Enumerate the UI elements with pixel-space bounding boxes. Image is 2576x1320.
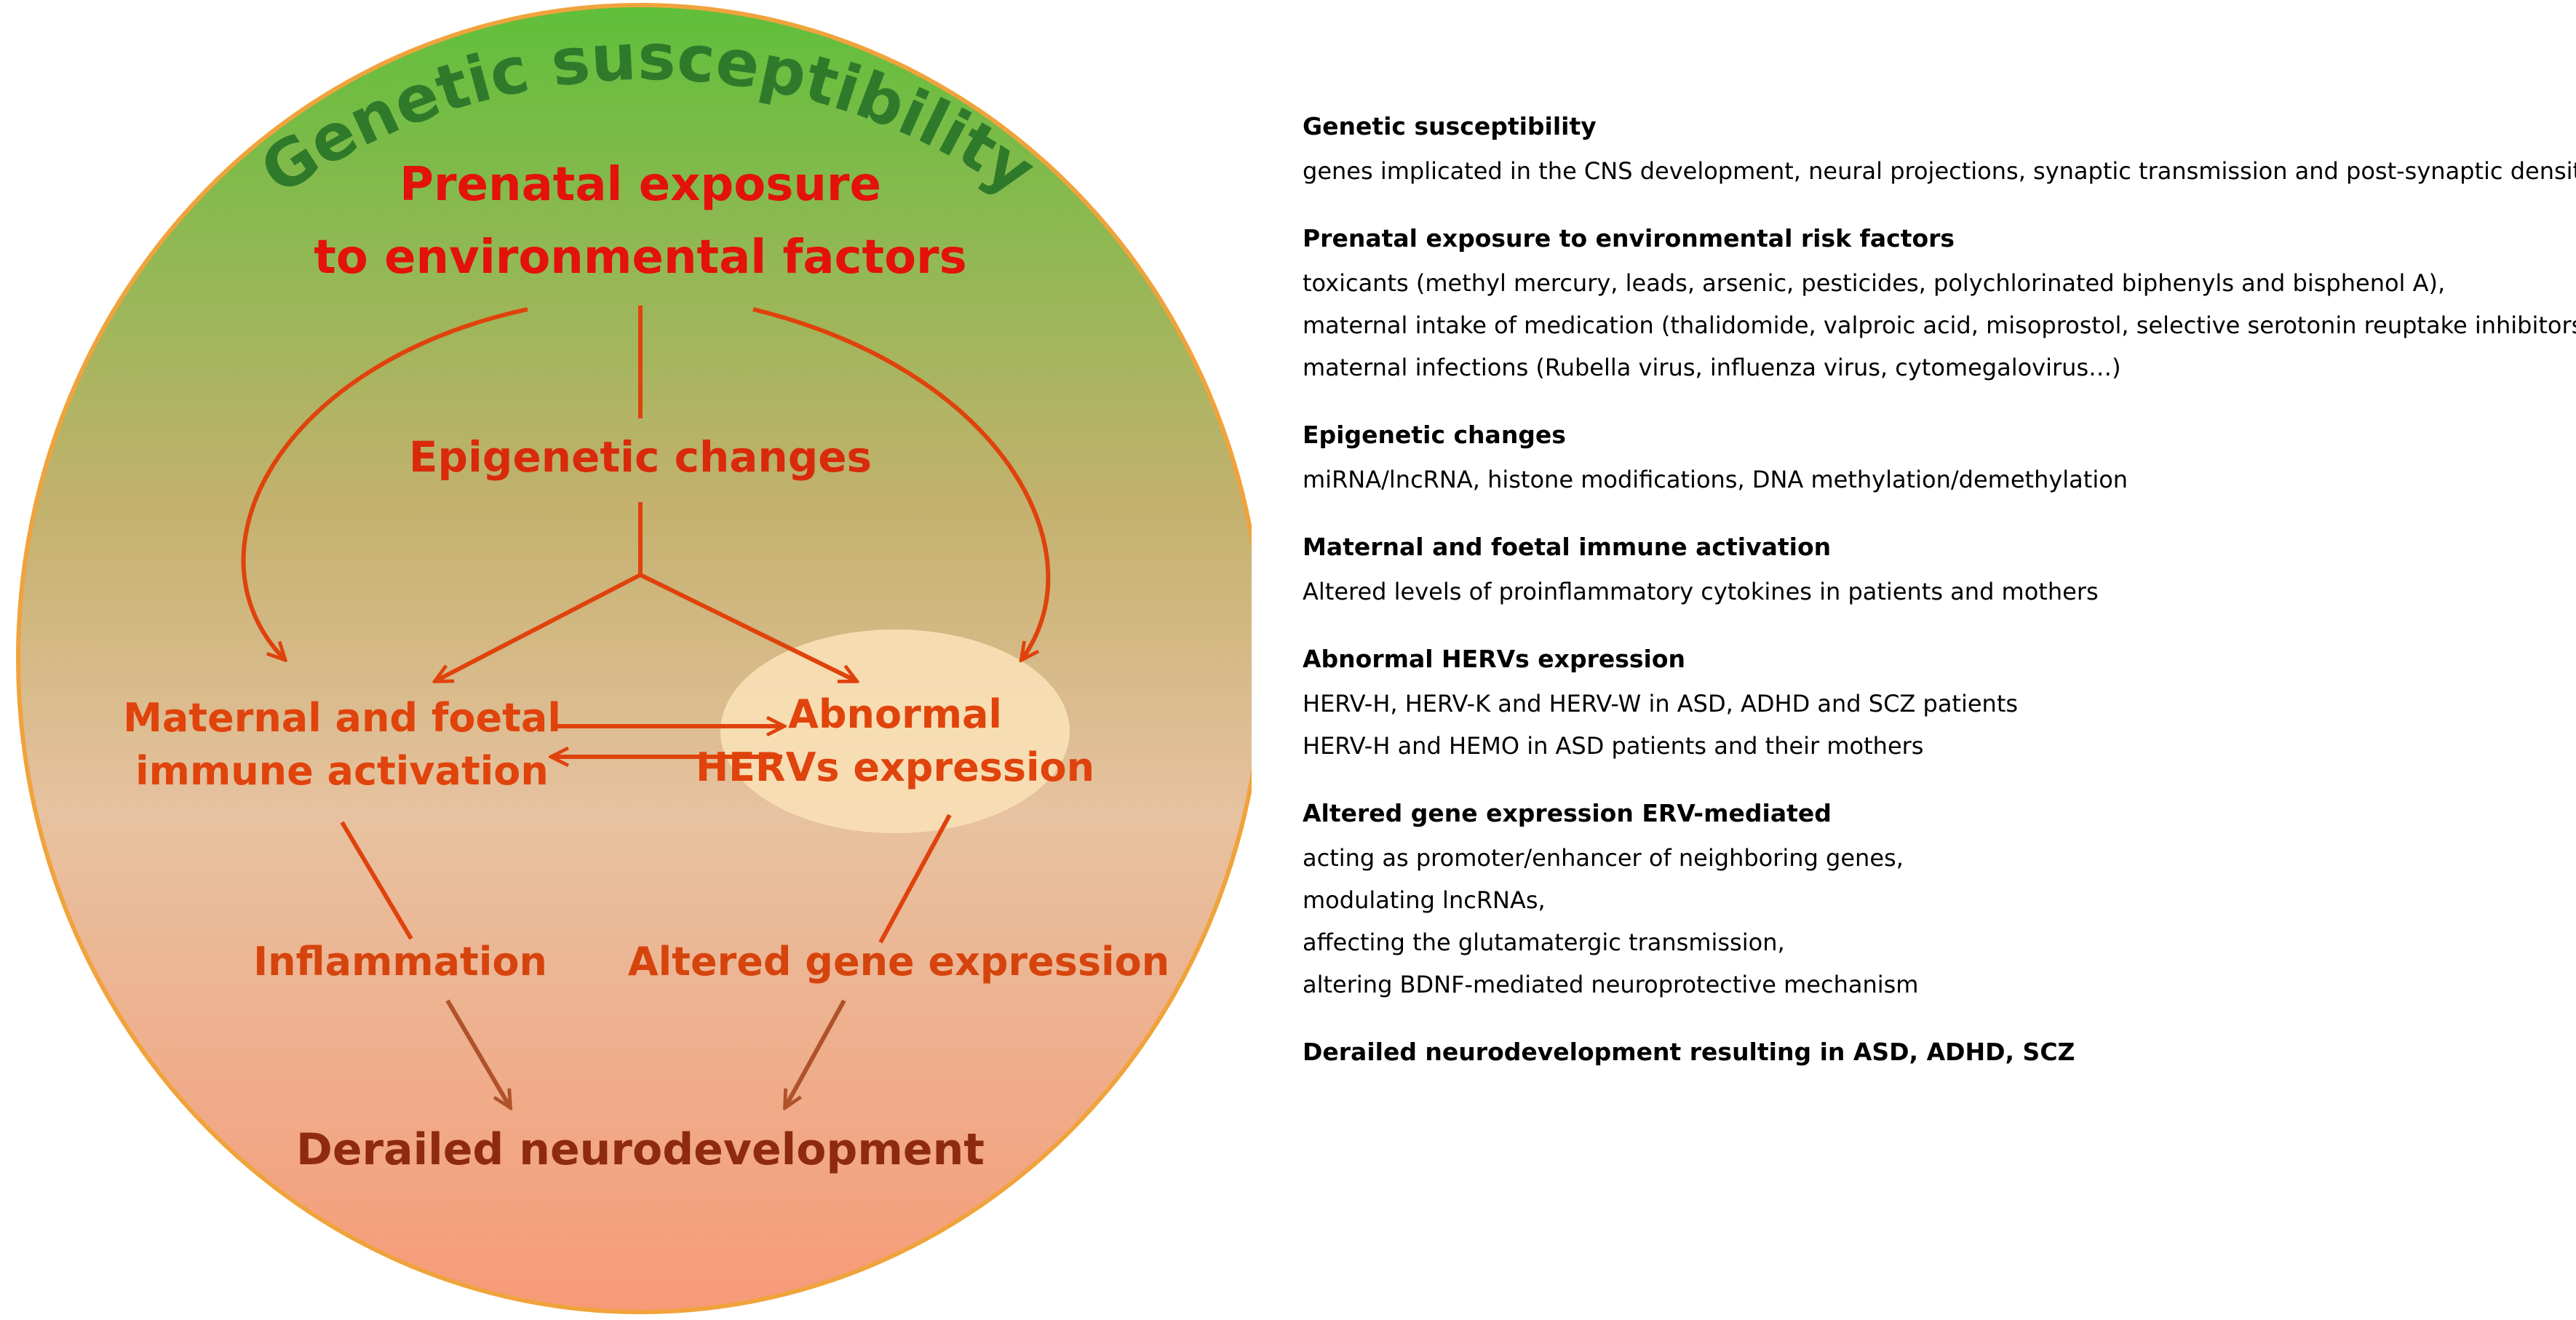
hervs-highlight-ellipse [720,629,1070,833]
prenatal-exposure-label-line2: to environmental factors [314,231,966,285]
legend-section-line: affecting the glutamatergic transmission… [1303,929,1785,956]
legend-section-title: Abnormal HERVs expression [1303,645,1686,673]
legend-section-title: Genetic susceptibility [1303,112,1597,140]
legend-section-title: Altered gene expression ERV-mediated [1303,799,1832,827]
inflammation-label: Inflammation [253,939,547,985]
legend-section-line: HERV-H and HEMO in ASD patients and thei… [1303,732,1924,760]
inflammation-to-derailed-arrow [445,999,509,1106]
legend-section-line: maternal intake of medication (thalidomi… [1303,311,2576,339]
legend-section-line: acting as promoter/enhancer of neighbori… [1303,844,1904,872]
legend-section: Derailed neurodevelopment resulting in A… [1303,1035,2554,1070]
pathway-diagram: Genetic susceptibility Prenatal exposure… [16,3,1252,1314]
legend-section-title: Prenatal exposure to environmental risk … [1303,224,1955,253]
legend-section-title: Epigenetic changes [1303,421,1566,449]
hervs-expression-label-line2: HERVs expression [696,744,1094,790]
legend-section-title: Derailed neurodevelopment resulting in A… [1303,1038,2075,1066]
legend-section-line: modulating lncRNAs, [1303,886,1546,914]
branch-to-maternal-arrow [437,573,642,680]
legend-section-line: miRNA/lncRNA, histone modifications, DNA… [1303,466,2128,493]
altered-gene-to-derailed-arrow [786,999,846,1106]
legend-panel: Genetic susceptibility genes implicated i… [1303,109,2576,1099]
maternal-immune-label-line1: Maternal and foetal [123,695,561,741]
legend-section: Epigenetic changes miRNA/lncRNA, histone … [1303,418,2554,501]
altered-gene-expression-label: Altered gene expression [628,939,1169,985]
maternal-to-inflammation-connector [340,821,413,940]
legend-section-line: genes implicated in the CNS development,… [1303,157,2576,185]
hervs-expression-label-line1: Abnormal [788,691,1002,737]
genetic-susceptibility-circle [16,3,1252,1314]
prenatal-to-maternal-curved-arrow [241,307,528,659]
legend-section-line: toxicants (methyl mercury, leads, arseni… [1303,269,2446,297]
legend-section: Prenatal exposure to environmental risk … [1303,221,2576,389]
legend-section-line: altering BDNF-mediated neuroprotective m… [1303,971,1919,998]
legend-section-line: maternal infections (Rubella virus, infl… [1303,354,2121,381]
prenatal-exposure-label-line1: Prenatal exposure [399,158,881,212]
legend-section: Genetic susceptibility genes implicated i… [1303,109,2576,192]
prenatal-to-hervs-curved-arrow [752,307,1051,659]
maternal-immune-label-line2: immune activation [135,748,549,794]
legend-section: Altered gene expression ERV-mediated acti… [1303,796,2554,1006]
hervs-to-altered-gene-connector [878,814,952,944]
derailed-neurodevelopment-label: Derailed neurodevelopment [296,1124,985,1175]
branch-to-hervs-arrow [639,573,855,680]
legend-section-line: HERV-H, HERV-K and HERV-W in ASD, ADHD a… [1303,690,2019,717]
legend-section-title: Maternal and foetal immune activation [1303,533,1832,561]
epigenetic-changes-label: Epigenetic changes [409,432,872,482]
legend-section-line: Altered levels of proinflammatory cytoki… [1303,578,2099,605]
